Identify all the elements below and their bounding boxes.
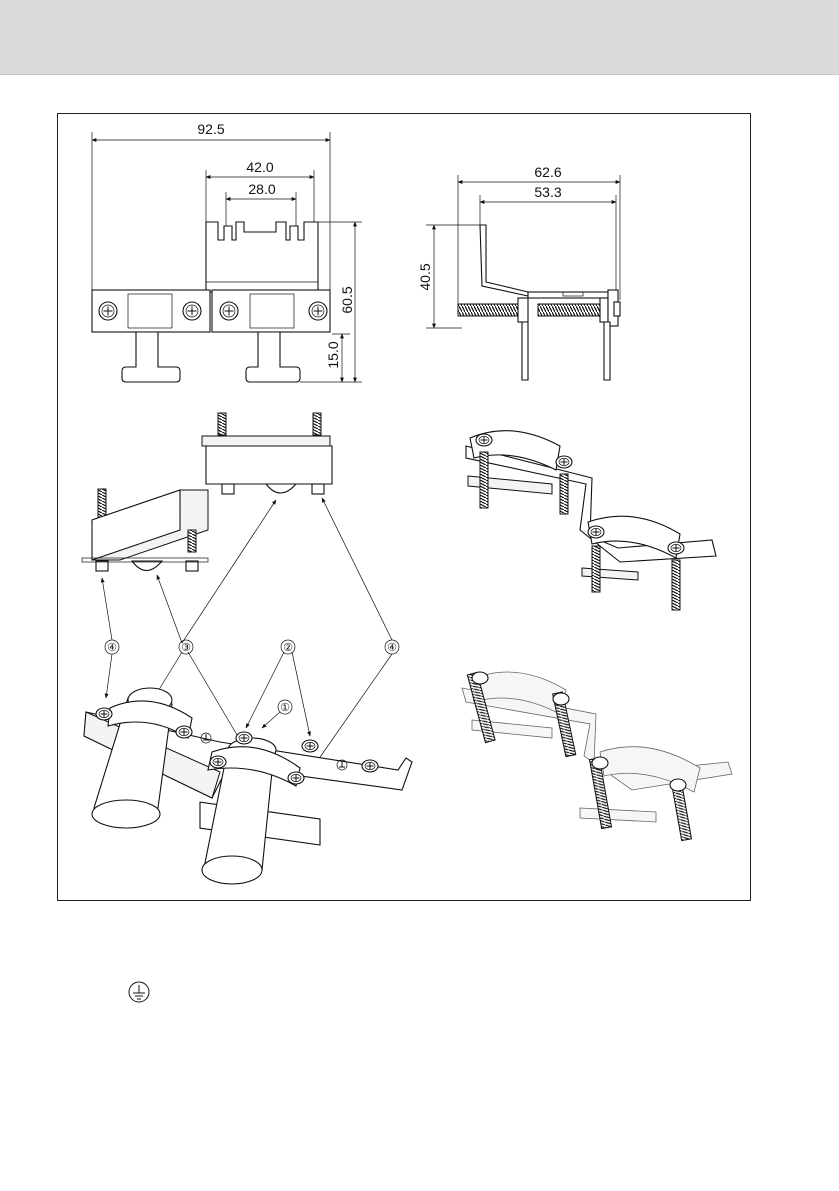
screw-head-icon: [302, 740, 318, 752]
dim-overall-width: 92.5: [197, 121, 224, 137]
screw-head-icon: [556, 456, 572, 468]
svg-text:③: ③: [181, 641, 191, 654]
dim-height: 60.5: [339, 286, 355, 313]
front-view: 92.5 42.0 28.0 60.5 15.0: [92, 121, 362, 382]
svg-text:④: ④: [107, 641, 117, 654]
callout-1: ①: [278, 700, 292, 714]
protective-earth-icon: [125, 978, 153, 1006]
screw-head-icon: [309, 302, 327, 320]
svg-text:④: ④: [387, 641, 397, 654]
screw-head-icon: [588, 526, 604, 538]
svg-text:②: ②: [283, 641, 293, 654]
screw-head-icon: [176, 726, 192, 738]
screw-head-icon: [668, 542, 684, 554]
callout-2: ②: [281, 640, 295, 654]
screw-head-icon: [476, 434, 492, 446]
isometric-bracket: [466, 431, 716, 610]
screw-head-icon: [183, 302, 201, 320]
svg-text:①: ①: [280, 701, 290, 714]
dim-overall-depth: 62.6: [534, 164, 561, 180]
screw-head-icon: [236, 732, 252, 744]
screw-head-icon: [362, 760, 378, 772]
screw-head-icon: [96, 708, 112, 720]
callout-4-right: ④: [385, 640, 399, 654]
screw-head-icon: [288, 772, 304, 784]
side-view: 62.6 53.3 40.5: [417, 164, 620, 380]
ghosted-bracket: [462, 672, 732, 841]
screw-head-icon: [99, 302, 117, 320]
dim-foot-height: 15.0: [325, 341, 341, 368]
dim-slot-spacing: 28.0: [248, 181, 275, 197]
dim-bracket-depth: 53.3: [534, 184, 561, 200]
screw-head-icon: [220, 302, 238, 320]
screw-head-icon: [210, 756, 226, 768]
dim-clamp-width: 42.0: [246, 159, 273, 175]
dim-side-height: 40.5: [417, 263, 433, 290]
callout-4-left: ④: [105, 640, 119, 654]
exploded-view: ④ ③ ② ④ ①: [82, 413, 412, 884]
callout-3: ③: [179, 640, 193, 654]
